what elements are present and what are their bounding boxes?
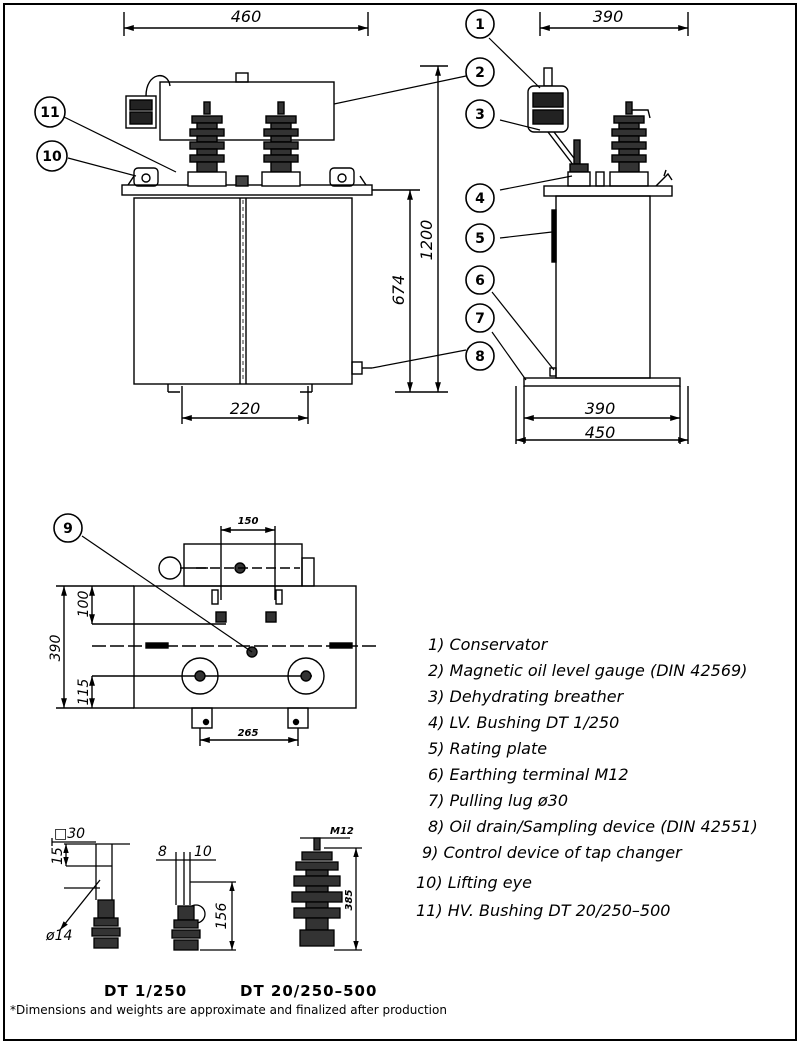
footnote: *Dimensions and weights are approximate … bbox=[10, 1003, 447, 1017]
legend-item-11: 11) HV. Bushing DT 20/250–500 bbox=[416, 901, 670, 920]
legend-item-4: 4) LV. Bushing DT 1/250 bbox=[428, 713, 619, 732]
callout-leaders bbox=[61, 37, 573, 653]
dim-text-lv-dia: ø14 bbox=[45, 928, 72, 944]
legend-item-7: 7) Pulling lug ø30 bbox=[428, 791, 568, 810]
dim-text-tank-height: 674 bbox=[389, 275, 408, 306]
callout-10: 10 bbox=[42, 149, 62, 165]
callout-11-circle bbox=[34, 96, 66, 128]
lv-bushing-model-label: DT 1/250 bbox=[104, 982, 187, 1000]
dim-total-height bbox=[395, 65, 448, 393]
dim-text-top-depth: 390 bbox=[48, 635, 64, 662]
callout-5: 5 bbox=[475, 231, 485, 247]
tank-side bbox=[555, 195, 651, 379]
callout-9-circle bbox=[53, 513, 83, 543]
legend-item-8: 8) Oil drain/Sampling device (DIN 42551) bbox=[428, 817, 758, 836]
dim-text-front-width: 460 bbox=[231, 7, 262, 26]
dim-text-total-height: 1200 bbox=[417, 220, 436, 261]
callout-2: 2 bbox=[475, 65, 485, 81]
lv-bushing-detail-1 bbox=[51, 838, 130, 949]
callout-4-circle bbox=[465, 183, 495, 213]
dim-text-hv-height: 385 bbox=[344, 890, 355, 911]
dim-text-base-outer: 450 bbox=[585, 423, 616, 442]
callout-numbers: 1 2 3 4 5 6 7 8 9 10 11 bbox=[40, 17, 485, 537]
dim-text-lv-w2: 10 bbox=[194, 844, 212, 860]
legend-item-9: 9) Control device of tap changer bbox=[422, 843, 683, 862]
dim-text-base-inner: 390 bbox=[585, 399, 616, 418]
dim-text-lv-top: 15 bbox=[50, 847, 66, 865]
drawing-frame bbox=[3, 3, 797, 1041]
callout-10-circle bbox=[36, 140, 68, 172]
hv-bushing-front-1 bbox=[187, 101, 227, 187]
dim-front-width bbox=[123, 12, 369, 36]
top-view bbox=[56, 526, 380, 746]
callout-9: 9 bbox=[63, 521, 73, 537]
breather-side bbox=[527, 67, 581, 167]
front-view bbox=[121, 12, 448, 424]
callout-6-circle bbox=[465, 265, 495, 295]
dim-text-lv-square: □30 bbox=[54, 826, 85, 842]
dim-text-hv-thread: M12 bbox=[330, 826, 354, 837]
callout-4: 4 bbox=[475, 191, 485, 207]
callout-5-circle bbox=[465, 223, 495, 253]
callout-6: 6 bbox=[475, 273, 485, 289]
callout-3-circle bbox=[465, 99, 495, 129]
dim-text-top-upper: 100 bbox=[76, 591, 92, 618]
legend: 1) Conservator 2) Magnetic oil level gau… bbox=[416, 635, 758, 920]
dim-wheel-gauge bbox=[181, 386, 309, 424]
breather-front bbox=[125, 75, 171, 129]
dim-side-width bbox=[539, 12, 689, 36]
callout-11: 11 bbox=[40, 105, 59, 121]
tank-front bbox=[133, 197, 353, 385]
side-view bbox=[515, 12, 689, 444]
dim-text-lv-height: 156 bbox=[214, 903, 230, 930]
callout-8: 8 bbox=[475, 349, 485, 365]
callout-3: 3 bbox=[475, 107, 485, 123]
callout-2-circle bbox=[465, 57, 495, 87]
dim-text-wheel-gauge: 220 bbox=[230, 399, 261, 418]
hv-bushing-model-label: DT 20/250–500 bbox=[240, 982, 377, 1000]
dim-text-top-lower: 115 bbox=[76, 679, 92, 706]
legend-item-3: 3) Dehydrating breather bbox=[428, 687, 625, 706]
callout-7-circle bbox=[465, 303, 495, 333]
callout-8-circle bbox=[465, 341, 495, 371]
legend-item-2: 2) Magnetic oil level gauge (DIN 42569) bbox=[428, 661, 747, 680]
dimension-labels: 460 390 1200 674 220 390 450 150 390 100… bbox=[45, 7, 623, 944]
dim-text-side-width: 390 bbox=[593, 7, 624, 26]
callout-1-circle bbox=[465, 9, 495, 39]
callout-1: 1 bbox=[475, 17, 485, 33]
callout-7: 7 bbox=[475, 311, 485, 327]
legend-item-10: 10) Lifting eye bbox=[416, 873, 532, 892]
dim-text-top-wheel-gauge: 265 bbox=[238, 728, 259, 739]
hv-bushing-detail bbox=[291, 837, 362, 951]
dim-tank-height bbox=[372, 189, 420, 392]
hv-bushing-front-2 bbox=[261, 101, 301, 187]
dim-text-lv-w1: 8 bbox=[158, 844, 167, 860]
legend-item-6: 6) Earthing terminal M12 bbox=[428, 765, 629, 784]
base-frame bbox=[523, 377, 681, 387]
hv-bushing-side bbox=[609, 101, 651, 187]
callout-markers bbox=[34, 9, 495, 543]
conservator bbox=[159, 81, 335, 141]
legend-item-1: 1) Conservator bbox=[428, 635, 549, 654]
dim-text-conservator: 150 bbox=[238, 516, 259, 527]
legend-item-5: 5) Rating plate bbox=[428, 739, 547, 758]
lv-bushing-detail-2 bbox=[156, 852, 236, 951]
